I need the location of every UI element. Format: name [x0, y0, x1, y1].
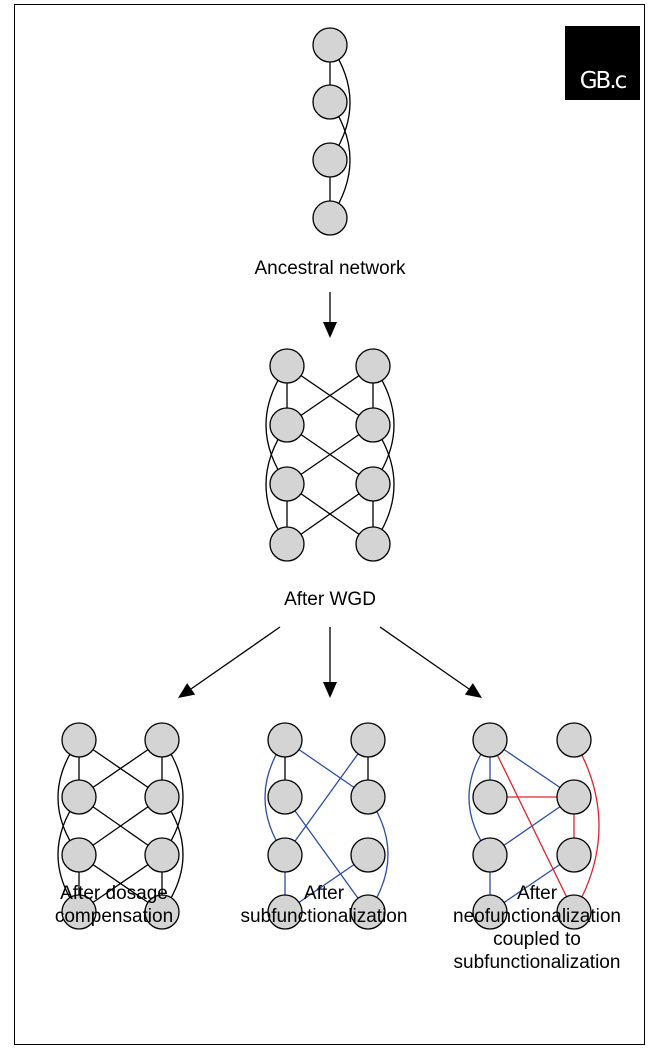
ancestral-node-1	[312, 27, 348, 63]
label-dosage-line-1: After dosage	[60, 883, 168, 904]
neofunc-right-node-2	[556, 779, 592, 815]
dosage-left-node-1	[61, 722, 97, 758]
neofunc-edge-l1-r4	[489, 739, 575, 913]
label-subfunctionalization: After subfunctionalization	[241, 882, 408, 928]
wgd-right-node-4	[355, 526, 391, 562]
neofunc-left-node-1	[472, 722, 508, 758]
subfunc-left-node-4	[267, 894, 303, 930]
label-dosage-compensation: After dosage compensation	[55, 882, 173, 928]
neofunc-left-node-3	[472, 837, 508, 873]
label-neofunctionalization: After neofunctionalization coupled to su…	[453, 882, 621, 974]
subfunc-right-node-2	[350, 779, 386, 815]
label-neofunc-line-4: subfunctionalization	[453, 952, 621, 973]
ancestral-node-3	[312, 142, 348, 178]
arrow-wgd-to-subfunc-head	[323, 682, 337, 698]
arrow-wgd-to-dosage-head	[178, 683, 196, 698]
label-subfunc-line-1: After	[303, 883, 345, 904]
dosage-right-node-3	[144, 837, 180, 873]
label-neofunc-line-2: neofunctionalization	[453, 906, 621, 927]
neofunc-arc-r1-r4	[573, 739, 600, 913]
neofunc-right-node-3	[556, 837, 592, 873]
arrow-wgd-to-dosage-shaft	[190, 626, 281, 690]
wgd-left-node-2	[269, 407, 305, 443]
neofunc-right-node-4	[556, 894, 592, 930]
label-after-wgd: After WGD	[284, 588, 376, 611]
wgd-right-node-1	[355, 348, 391, 384]
dosage-left-node-3	[61, 837, 97, 873]
wgd-right-node-3	[355, 466, 391, 502]
neofunc-left-node-2	[472, 779, 508, 815]
label-neofunc-line-1: After	[516, 883, 558, 904]
dosage-right-node-2	[144, 779, 180, 815]
subfunc-left-node-3	[267, 837, 303, 873]
subfunc-right-node-4	[350, 894, 386, 930]
dosage-left-node-4	[61, 894, 97, 930]
wgd-left-node-1	[269, 348, 305, 384]
subfunc-edge-l2-r4	[284, 796, 369, 913]
dosage-left-node-2	[61, 779, 97, 815]
figure-frame	[14, 4, 645, 1045]
logo-text: GB.c	[579, 68, 628, 94]
neofunc-left-node-4	[472, 894, 508, 930]
arrow-wgd-to-neofunc-head	[464, 683, 482, 698]
label-neofunc-line-3: coupled to	[493, 929, 581, 950]
dosage-right-node-1	[144, 722, 180, 758]
ancestral-node-2	[312, 84, 348, 120]
wgd-left-node-3	[269, 466, 305, 502]
ancestral-node-4	[312, 200, 348, 236]
label-after-wgd-line: After WGD	[284, 589, 376, 610]
label-ancestral-line: Ancestral network	[254, 258, 406, 279]
arrow-wgd-to-neofunc-shaft	[379, 626, 470, 690]
wgd-left-node-4	[269, 526, 305, 562]
subfunc-left-node-1	[267, 722, 303, 758]
dosage-right-node-4	[144, 894, 180, 930]
subfunc-right-node-1	[350, 722, 386, 758]
label-subfunc-line-2: subfunctionalization	[240, 906, 408, 927]
arrow-ancestral-to-wgd-head	[323, 322, 337, 338]
neofunc-right-node-1	[556, 722, 592, 758]
label-dosage-line-2: compensation	[54, 906, 174, 927]
wgd-right-node-2	[355, 407, 391, 443]
subfunc-left-node-2	[267, 779, 303, 815]
subfunc-right-node-3	[350, 837, 386, 873]
journal-logo: GB.c	[565, 26, 640, 100]
subfunc-edge-r1-l3	[284, 739, 369, 856]
label-ancestral-network: Ancestral network	[254, 257, 405, 280]
